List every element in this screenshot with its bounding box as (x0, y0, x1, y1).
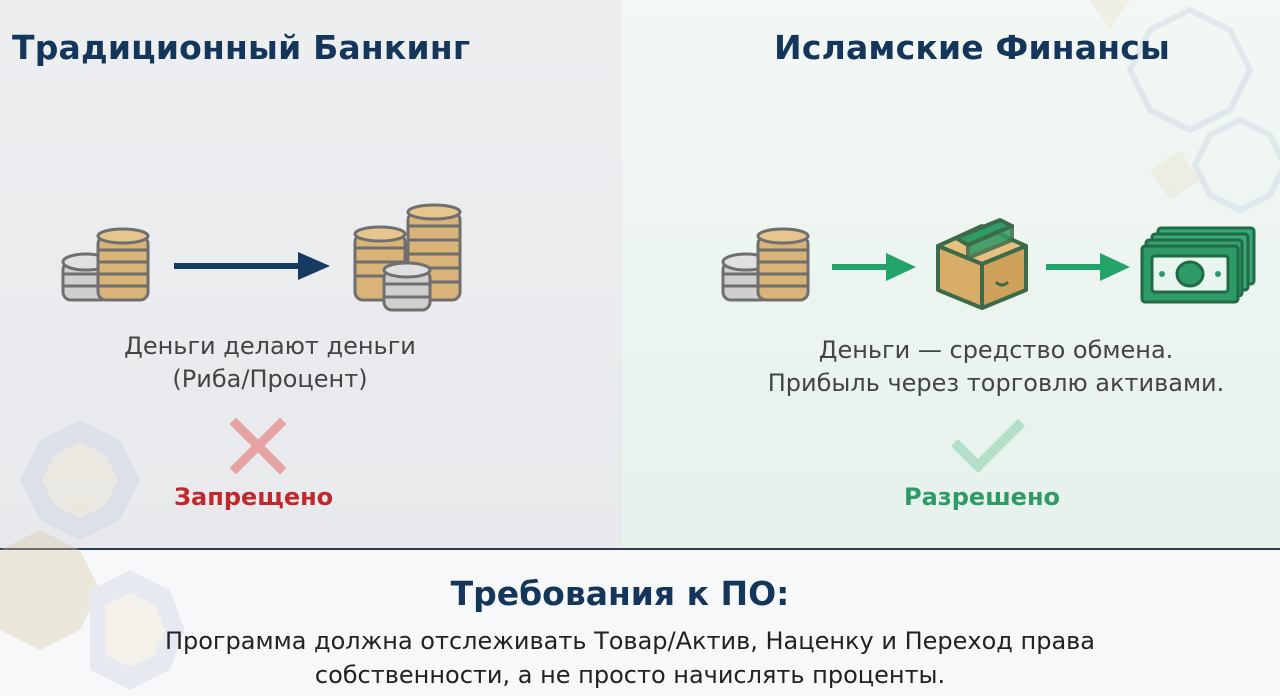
forbidden-status: Запрещено (174, 483, 334, 511)
coin-stack-icon (721, 227, 810, 302)
geometric-pattern-left (0, 420, 185, 690)
description-line: Деньги делают деньги (124, 332, 416, 360)
arrow-right-icon (832, 253, 916, 281)
arrow-right-icon (174, 252, 330, 280)
requirements-title: Требования к ПО: (450, 574, 790, 613)
requirements-line: Программа должна отслеживать Товар/Актив… (164, 627, 1096, 655)
requirements-line: собственности, а не просто начислять про… (314, 661, 946, 689)
traditional-banking-description: Деньги делают деньги (Риба/Процент) (60, 330, 480, 396)
islamic-finance-description: Деньги — средство обмена. Прибыль через … (736, 334, 1256, 400)
allowed-status: Разрешено (904, 483, 1061, 511)
description-line: Деньги — средство обмена. (818, 336, 1174, 364)
section-divider (0, 548, 1280, 550)
requirements-text: Программа должна отслеживать Товар/Актив… (60, 624, 1200, 692)
checkmark-icon (950, 418, 1026, 474)
box-icon (936, 218, 1028, 310)
coin-stack-icon (61, 227, 150, 302)
islamic-finance-title: Исламские Финансы (774, 28, 1171, 67)
description-line: (Риба/Процент) (172, 365, 368, 393)
arrow-right-icon (1046, 253, 1130, 281)
coin-stacks-icon (353, 203, 462, 312)
traditional-banking-title: Традиционный Банкинг (12, 28, 471, 67)
banknotes-icon (1140, 226, 1256, 304)
description-line: Прибыль через торговлю активами. (767, 369, 1225, 397)
geometric-pattern-right (1090, 0, 1280, 214)
requirements-section (0, 550, 1280, 696)
cross-icon (229, 417, 287, 475)
